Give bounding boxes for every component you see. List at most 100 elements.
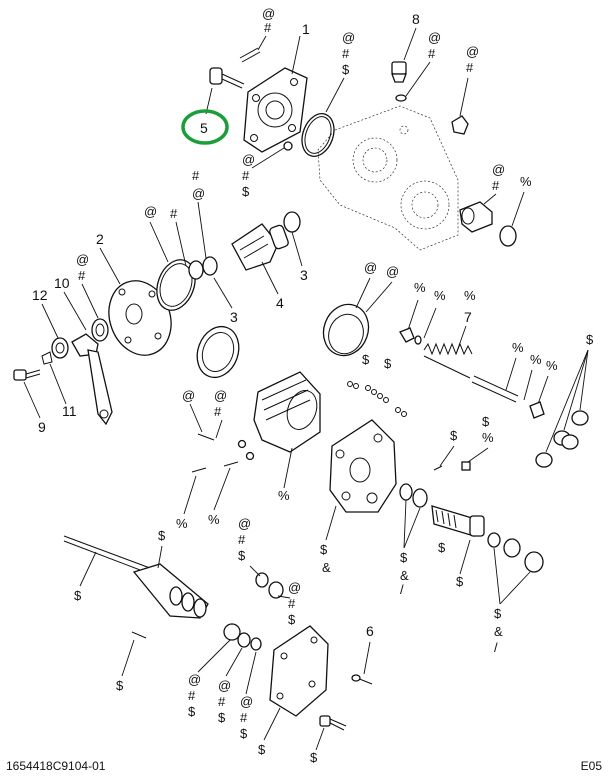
symbol-dollar: $ xyxy=(288,612,296,627)
symbol-dollar: $ xyxy=(482,414,490,429)
symbol-at: @ xyxy=(214,388,227,403)
screw-bottom xyxy=(319,715,347,731)
symbol-hash: # xyxy=(214,404,222,419)
symbol-dollar: $ xyxy=(320,542,328,557)
symbol-at: @ xyxy=(242,152,255,167)
symbol-hash: # xyxy=(492,178,500,193)
rings-far-right xyxy=(535,410,589,468)
small-springs xyxy=(347,381,407,417)
fitting-right xyxy=(459,201,493,233)
part-8-breather xyxy=(391,61,407,102)
symbol-percent: % xyxy=(208,512,220,527)
symbol-hash: # xyxy=(342,46,350,61)
symbol-hash: # xyxy=(218,694,226,709)
symbol-at: @ xyxy=(76,252,89,267)
symbol-hash: # xyxy=(192,168,200,183)
part-12-washer xyxy=(51,337,69,359)
part-10-seal xyxy=(91,318,109,342)
symbol-dollar: $ xyxy=(242,184,250,199)
lever-arm xyxy=(71,333,113,426)
symbol-at: @ xyxy=(364,260,377,275)
roll-pin-top xyxy=(239,47,261,63)
part-4-shaft-gear xyxy=(231,211,301,271)
symbol-at: @ xyxy=(262,6,275,21)
symbol-at: @ xyxy=(144,204,157,219)
symbol-dollar: $ xyxy=(116,678,124,693)
symbol-at: @ xyxy=(238,516,251,531)
highlight-circle-part-5 xyxy=(181,109,229,145)
symbol-at: @ xyxy=(192,186,205,201)
symbol-at: @ xyxy=(428,30,441,45)
symbol-dollar: $ xyxy=(400,550,408,565)
callout-3a: 3 xyxy=(300,267,308,283)
symbol-at: @ xyxy=(182,388,195,403)
symbol-at: @ xyxy=(466,44,479,59)
symbol-dollar: $ xyxy=(384,356,392,371)
symbol-dollar: $ xyxy=(438,540,446,555)
cover-plate xyxy=(269,625,329,717)
symbol-dollar: $ xyxy=(342,62,350,77)
symbol-percent: % xyxy=(482,430,494,445)
bolt-large xyxy=(431,505,485,537)
symbol-at: @ xyxy=(342,30,355,45)
callout-1: 1 xyxy=(302,21,310,37)
drawing-code: 1654418C9104-01 xyxy=(6,759,106,773)
symbol-dollar: $ xyxy=(218,710,226,725)
callout-4: 4 xyxy=(276,295,284,311)
symbol-dollar: $ xyxy=(158,528,166,543)
symbol-amp: & xyxy=(400,568,409,583)
symbol-hash: # xyxy=(240,710,248,725)
symbol-hash: # xyxy=(78,268,86,283)
valve-body xyxy=(329,419,397,513)
symbol-dollar: $ xyxy=(456,574,464,589)
symbol-slash: / xyxy=(494,640,498,655)
cup-seal xyxy=(322,303,370,357)
symbol-percent: % xyxy=(530,352,542,367)
symbol-hash: # xyxy=(170,206,178,221)
callout-9: 9 xyxy=(38,419,46,435)
callout-7: 7 xyxy=(464,309,472,325)
symbol-dollar: $ xyxy=(240,726,248,741)
callout-10: 10 xyxy=(54,275,70,291)
symbol-dollar: $ xyxy=(310,750,318,765)
part-9-screw xyxy=(13,369,41,381)
symbol-dollar: $ xyxy=(238,548,246,563)
symbol-percent: % xyxy=(546,358,558,373)
symbol-hash: # xyxy=(242,168,250,183)
symbol-amp: & xyxy=(494,624,503,639)
symbol-hash: # xyxy=(188,688,196,703)
page-code: E05 xyxy=(580,759,602,773)
symbol-dollar: $ xyxy=(494,606,502,621)
symbol-dollar: $ xyxy=(188,704,196,719)
part-11-lockwasher xyxy=(41,351,53,365)
symbol-percent: % xyxy=(512,340,524,355)
symbol-slash: / xyxy=(400,582,404,597)
plug-right xyxy=(451,115,469,135)
callout-2: 2 xyxy=(96,231,104,247)
callout-5: 5 xyxy=(200,120,208,136)
symbol-dollar: $ xyxy=(258,742,266,757)
housing-dashed xyxy=(317,105,459,251)
symbol-hash: # xyxy=(288,596,296,611)
symbol-percent: % xyxy=(278,488,290,503)
symbol-dollar: $ xyxy=(362,352,370,367)
symbol-at: @ xyxy=(188,672,201,687)
long-rod xyxy=(63,535,151,574)
symbol-hash: # xyxy=(238,532,246,547)
symbol-hash: # xyxy=(466,60,474,75)
symbol-dollar: $ xyxy=(74,588,82,603)
symbol-at: @ xyxy=(386,264,399,279)
callout-8: 8 xyxy=(412,11,420,27)
callout-11: 11 xyxy=(62,403,77,419)
symbol-hash: # xyxy=(428,46,436,61)
gasket-center xyxy=(196,325,240,379)
callout-3b: 3 xyxy=(230,309,238,325)
piston-center xyxy=(253,371,321,453)
symbol-amp: & xyxy=(322,560,331,575)
callout-12: 12 xyxy=(32,287,48,303)
callout-6: 6 xyxy=(366,623,374,639)
symbol-at: @ xyxy=(218,678,231,693)
symbol-at: @ xyxy=(288,580,301,595)
o-ring-large xyxy=(301,113,335,157)
